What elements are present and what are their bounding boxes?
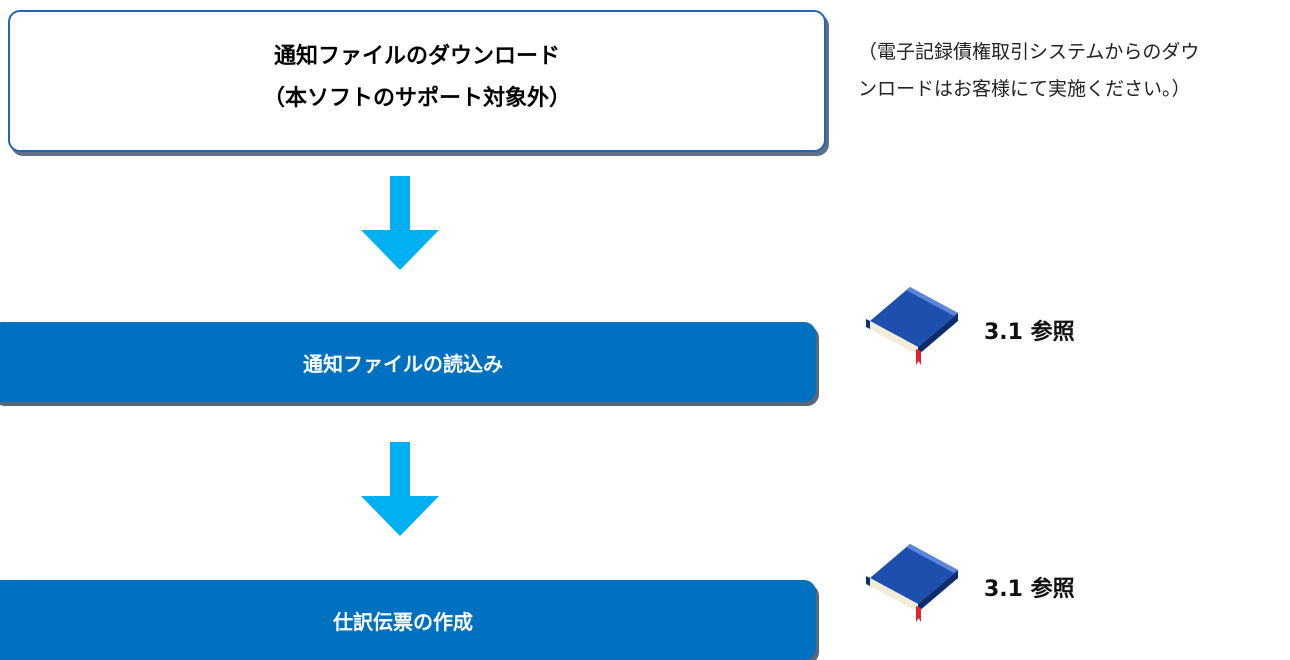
down-arrow-icon: [361, 442, 439, 536]
reference-label: 3.1 参照: [984, 320, 1075, 345]
step-download-subtitle: （本ソフトのサポート対象外）: [262, 86, 571, 111]
step-download-box: 通知ファイルのダウンロード （本ソフトのサポート対象外）: [8, 10, 826, 152]
step-read-file-box: 通知ファイルの読込み: [0, 322, 816, 402]
reference-label: 3.1 参照: [984, 577, 1075, 602]
download-note: （電子記録債権取引システムからのダウ ンロードはお客様にて実施ください。）: [858, 34, 1288, 108]
step-download-title: 通知ファイルのダウンロード: [273, 44, 560, 69]
step-create-voucher-box: 仕訳伝票の作成: [0, 580, 816, 660]
book-icon: [866, 287, 958, 365]
step-read-file-label: 通知ファイルの読込み: [303, 351, 503, 376]
book-icon: [866, 544, 958, 622]
download-note-line1: （電子記録債権取引システムからのダウ: [858, 41, 1200, 63]
step-create-voucher-label: 仕訳伝票の作成: [333, 609, 473, 634]
down-arrow-icon: [361, 176, 439, 270]
download-note-line2: ンロードはお客様にて実施ください。）: [858, 78, 1191, 100]
